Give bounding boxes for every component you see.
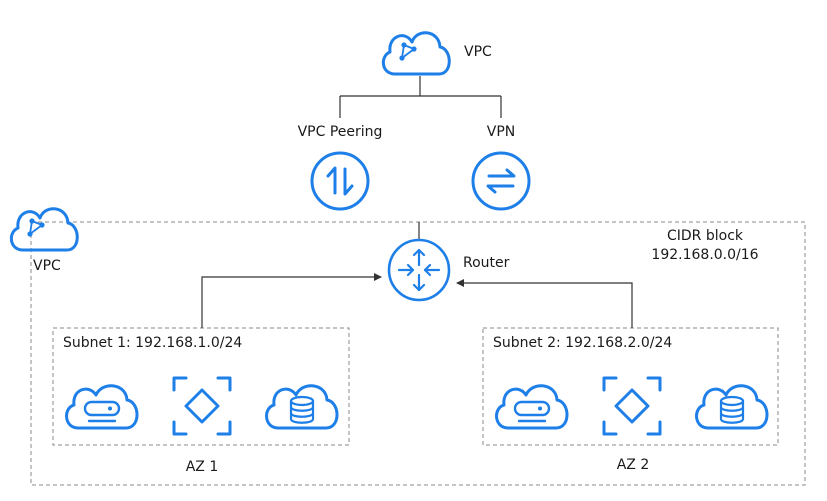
- cloud-database-icon: [695, 384, 769, 430]
- top-connector-lines: [339, 76, 502, 118]
- cloud-server-icon: [495, 384, 569, 430]
- cidr-value: 192.168.0.0/16: [651, 247, 759, 263]
- router-label: Router: [463, 255, 510, 271]
- az-2-label: AZ 2: [616, 457, 650, 473]
- vpn-icon: [471, 151, 531, 211]
- subnet-2-arrow: [456, 279, 633, 328]
- cidr-title: CIDR block: [666, 228, 743, 244]
- vpc-peering-label: VPC Peering: [297, 124, 383, 140]
- container-icon: [172, 376, 232, 436]
- router-icon: [387, 238, 451, 302]
- vpc-boundary: [30, 221, 806, 486]
- cloud-server-icon: [65, 384, 139, 430]
- vpn-label: VPN: [486, 124, 516, 140]
- az-1-label: AZ 1: [185, 459, 219, 475]
- container-icon: [602, 376, 662, 436]
- subnet-1-label: Subnet 1: 192.168.1.0/24: [63, 335, 243, 351]
- subnet-1-box: [52, 327, 350, 446]
- cloud-vpc-icon: [381, 31, 451, 76]
- cloud-database-icon: [265, 384, 339, 430]
- vpc-peering-icon: [310, 151, 370, 211]
- top-vpc-label: VPC: [464, 44, 492, 60]
- cloud-vpc-icon: [9, 207, 79, 252]
- vpc-label: VPC: [33, 258, 61, 274]
- subnet-1-arrow: [201, 273, 382, 328]
- subnet-2-box: [482, 327, 779, 446]
- subnet-2-label: Subnet 2: 192.168.2.0/24: [493, 335, 673, 351]
